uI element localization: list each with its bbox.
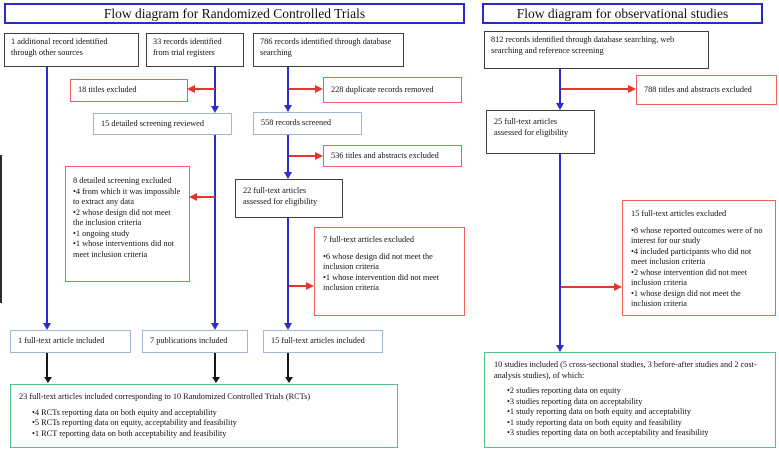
list-item: 3 studies reporting data on both accepta… (494, 428, 766, 439)
arrow-right-icon (315, 85, 323, 93)
obs-final-bullets: 2 studies reporting data on equity 3 stu… (494, 386, 766, 439)
list-item: 5 RCTs reporting data on equity, accepta… (19, 418, 389, 429)
rct-duplicates-removed-box: 228 duplicate records removed (323, 77, 462, 103)
arrow-line-rct-screened-to-assessed (287, 135, 289, 173)
arrow-down-icon (212, 377, 220, 383)
arrow-down-icon (284, 172, 292, 179)
rct-database-searching-box: 786 records identified through database … (253, 33, 404, 67)
rct-titles-excluded-box: 18 titles excluded (70, 79, 188, 102)
list-item: 1 whose design did not meet the inclusio… (631, 289, 767, 310)
list-item: 1 ongoing study (73, 229, 182, 240)
rct-fulltext-excluded-box: 7 full-text articles excluded 6 whose de… (314, 227, 465, 316)
list-item: 1 study reporting data on both equity an… (494, 418, 766, 429)
rct-publications-included-box: 7 publications included (142, 330, 248, 353)
arrow-line-obs-abstracts-excluded (561, 88, 629, 90)
arrow-line-rct-to-final-1 (46, 353, 48, 378)
list-item: 1 whose intervention did not meet inclus… (323, 273, 456, 294)
arrow-line-rct-to-final-2 (214, 353, 216, 378)
list-item: 8 whose reported outcomes were of no int… (631, 226, 767, 247)
arrow-down-icon (211, 106, 219, 113)
arrow-line-rct-titles-excluded (195, 88, 215, 90)
list-item: 2 studies reporting data on equity (494, 386, 766, 397)
obs-records-identified-box: 812 records identified through database … (484, 31, 709, 69)
arrow-line-rct-abstracts-excluded (289, 155, 316, 157)
rct-trial-registers-box: 33 records identified from trial registe… (146, 33, 244, 67)
figure-edge-line (0, 155, 2, 303)
rct-fulltext-included-box: 1 full-text article included (10, 330, 131, 353)
arrow-line-rct-sources-down (46, 67, 48, 324)
arrow-down-icon (284, 105, 292, 112)
arrow-down-icon (556, 103, 564, 110)
obs-panel-title: Flow diagram for observational studies (482, 3, 763, 24)
arrow-line-rct-screening-excluded (197, 196, 215, 198)
rct-records-screened-box: 558 records screened (253, 112, 362, 135)
obs-final-header: 10 studies included (5 cross-sectional s… (494, 360, 757, 380)
rct-fulltext-articles-included-box: 15 full-text articles included (263, 330, 383, 353)
list-item: 3 studies reporting data on acceptabilit… (494, 397, 766, 408)
arrow-line-rct-screening-to-publications (214, 135, 216, 324)
arrow-line-rct-assessed-to-included (287, 218, 289, 324)
arrow-right-icon (628, 85, 636, 93)
rct-fulltext-excluded-bullets: 6 whose design did not meet the inclusio… (323, 252, 456, 294)
arrow-down-icon (285, 377, 293, 383)
rct-titles-abstracts-excluded-box: 536 titles and abstracts excluded (323, 145, 462, 167)
list-item: 4 included participants who did not meet… (631, 247, 767, 268)
rct-fulltext-assessed-box: 22 full-text articles assessed for eligi… (235, 179, 343, 218)
list-item: 6 whose design did not meet the inclusio… (323, 252, 456, 273)
arrow-right-icon (614, 283, 622, 291)
obs-fulltext-excluded-box: 15 full-text articles excluded 8 whose r… (622, 200, 776, 316)
arrow-down-icon (211, 323, 219, 330)
obs-fulltext-excluded-header: 15 full-text articles excluded (631, 209, 727, 218)
arrow-line-obs-assessed-to-final (559, 154, 561, 346)
arrow-line-rct-to-final-3 (287, 353, 289, 378)
obs-fulltext-assessed-box: 25 full-text articles assessed for eligi… (486, 110, 595, 154)
arrow-left-icon (187, 85, 195, 93)
rct-other-sources-box: 1 additional record identified through o… (4, 33, 139, 67)
list-item: 2 whose design did not meet the inclusio… (73, 208, 182, 229)
arrow-left-icon (189, 193, 197, 201)
list-item: 1 study reporting data on both equity an… (494, 407, 766, 418)
rct-panel-title: Flow diagram for Randomized Controlled T… (4, 3, 465, 24)
rct-detailed-screening-reviewed-box: 15 detailed screening reviewed (93, 113, 232, 135)
list-item: 2 whose intervention did not meet inclus… (631, 268, 767, 289)
arrow-down-icon (556, 345, 564, 352)
arrow-right-icon (306, 282, 314, 290)
list-item: 4 RCTs reporting data on both equity and… (19, 408, 389, 419)
arrow-down-icon (284, 323, 292, 330)
rct-final-header: 23 full-text articles included correspon… (19, 392, 311, 401)
rct-final-included-box: 23 full-text articles included correspon… (10, 384, 398, 448)
arrow-line-rct-database-to-screened (287, 67, 289, 106)
arrow-line-rct-registers-to-screening (214, 67, 216, 107)
arrow-line-obs-records-to-assessed (559, 69, 561, 104)
obs-fulltext-excluded-bullets: 8 whose reported outcomes were of no int… (631, 226, 767, 310)
list-item: 1 RCT reporting data on both acceptabili… (19, 429, 389, 440)
list-item: 4 from which it was impossible to extrac… (73, 187, 182, 208)
arrow-down-icon (43, 323, 51, 330)
rct-screening-excluded-bullets: 4 from which it was impossible to extrac… (73, 187, 182, 261)
rct-screening-excluded-box: 8 detailed screening excluded 4 from whi… (65, 166, 190, 282)
arrow-right-icon (315, 152, 323, 160)
obs-final-included-box: 10 studies included (5 cross-sectional s… (484, 352, 776, 448)
arrow-line-rct-duplicates-removed (289, 88, 316, 90)
rct-final-bullets: 4 RCTs reporting data on both equity and… (19, 408, 389, 440)
arrow-line-obs-fulltext-excluded (561, 286, 615, 288)
obs-titles-abstracts-excluded-box: 788 titles and abstracts excluded (636, 75, 777, 105)
arrow-line-rct-fulltext-excluded (289, 285, 307, 287)
rct-screening-excluded-header: 8 detailed screening excluded (73, 176, 172, 185)
rct-fulltext-excluded-header: 7 full-text articles excluded (323, 235, 414, 244)
list-item: 1 whose interventions did not meet inclu… (73, 239, 182, 260)
arrow-down-icon (44, 377, 52, 383)
